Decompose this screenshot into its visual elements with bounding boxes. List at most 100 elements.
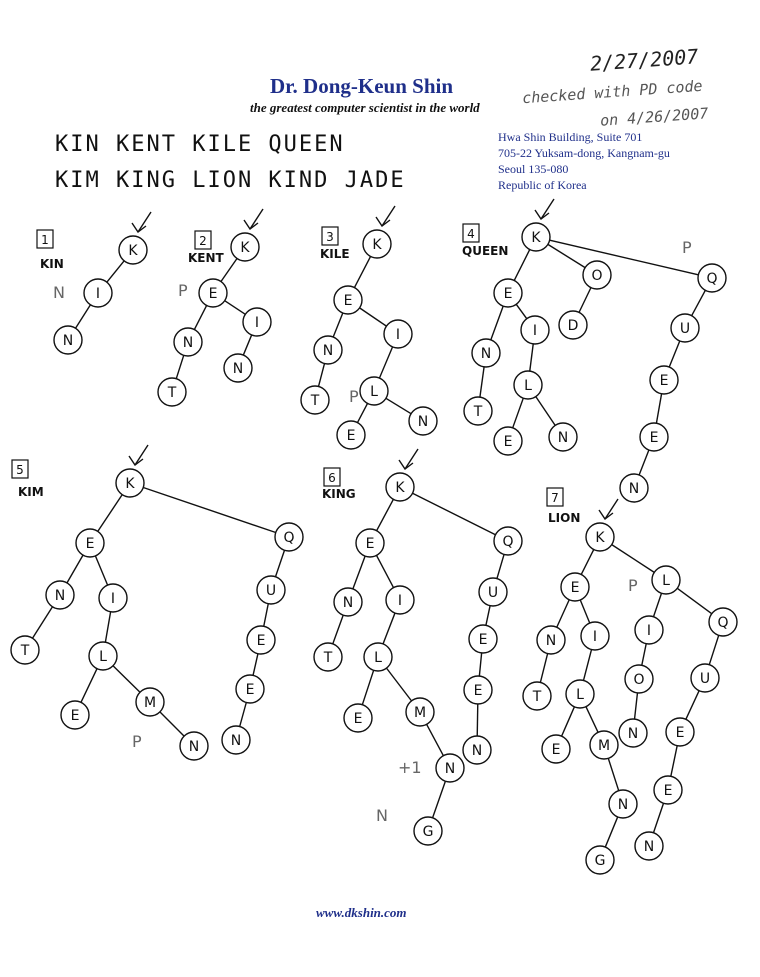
tree-edge <box>611 544 655 573</box>
tree-edge <box>220 258 238 282</box>
tree-node-letter: N <box>323 343 333 359</box>
tree-node-circle <box>274 522 304 552</box>
tree-edge <box>242 334 253 356</box>
tree-node-circle <box>580 621 610 651</box>
tree-node-letter: N <box>343 595 353 611</box>
tree-edge <box>547 243 586 269</box>
tree-node-letter: N <box>644 839 654 855</box>
tree-edge <box>549 239 699 276</box>
root-arrow-head-icon <box>243 219 259 231</box>
tree-edge <box>97 494 123 532</box>
tree-node-circle <box>665 717 695 747</box>
tree-node-circle <box>343 703 373 733</box>
tree-node-circle <box>221 725 251 755</box>
tree-node-circle <box>589 730 619 760</box>
tree-node-letter: N <box>546 633 556 649</box>
root-arrow-icon <box>249 208 264 230</box>
tree-edge <box>159 711 185 737</box>
tree-node-circle <box>385 472 415 502</box>
diagram-number-box <box>11 459 29 479</box>
tree-node-letter: M <box>598 738 610 754</box>
tree-node-letter: K <box>395 480 405 496</box>
tree-edge <box>375 499 395 531</box>
website-link[interactable]: www.dkshin.com <box>316 905 407 920</box>
diagram-number-box <box>323 467 341 487</box>
tree-node-letter: T <box>167 385 177 401</box>
tree-node-circle <box>60 700 90 730</box>
tree-node-letter: N <box>183 335 193 351</box>
tree-node-circle <box>634 615 664 645</box>
tree-node-circle <box>522 681 552 711</box>
root-arrow-head-icon <box>128 455 144 467</box>
tree-node-circle <box>649 365 679 395</box>
tree-node-circle <box>300 385 330 415</box>
tree-edge <box>31 606 54 639</box>
diagram-number-box <box>36 229 54 249</box>
tree-node-circle <box>235 674 265 704</box>
tree-edge <box>332 312 344 338</box>
tree-node-circle <box>708 607 738 637</box>
address-line: Seoul 135-080 <box>498 162 569 176</box>
tree-node-circle <box>230 232 260 262</box>
tree-node-letter: N <box>629 481 639 497</box>
root-arrow-icon <box>381 205 396 227</box>
tree-node-letter: Q <box>502 534 513 550</box>
diagram-annotation: P <box>628 576 638 595</box>
root-arrow-head-icon <box>534 209 550 221</box>
tree-node-circle <box>83 278 113 308</box>
tree-node-circle <box>333 285 363 315</box>
tree-node-circle <box>256 575 286 605</box>
tree-node-circle <box>493 426 523 456</box>
tree-node-letter: U <box>488 585 498 601</box>
tree-node-letter: N <box>418 414 428 430</box>
diagram-number: 6 <box>328 471 336 485</box>
tree-edge <box>385 397 412 415</box>
tree-edge <box>74 304 92 329</box>
tree-edge <box>668 340 681 368</box>
tree-node-circle <box>619 473 649 503</box>
diagram-annotation: +1 <box>398 758 422 777</box>
tree-edge <box>263 603 269 627</box>
tree-edge <box>479 366 485 398</box>
root-arrow-icon <box>134 444 149 466</box>
tree-node-circle <box>463 675 493 705</box>
tree-node-circle <box>560 572 590 602</box>
tree-node-letter: L <box>576 687 584 703</box>
diagram-number: 7 <box>551 491 559 505</box>
root-arrow-icon <box>604 498 619 520</box>
tree-edge <box>560 706 576 737</box>
tree-edge <box>578 287 592 313</box>
tree-node-circle <box>548 422 578 452</box>
tree-node-letter: T <box>473 404 483 420</box>
tree-node-letter: I <box>647 623 651 639</box>
tree-node-letter: N <box>628 726 638 742</box>
tree-edge <box>332 614 344 645</box>
tree-node-letter: Q <box>717 615 728 631</box>
word-list-line-1: KIN KENT KILE QUEEN <box>55 132 345 157</box>
tree-node-letter: L <box>662 573 670 589</box>
tree-node-circle <box>618 718 648 748</box>
tree-edge <box>485 605 491 626</box>
tree-node-letter: N <box>472 743 482 759</box>
tree-node-circle <box>493 278 523 308</box>
tree-node-letter: E <box>479 632 488 648</box>
diagram-number-box <box>462 223 480 243</box>
tree-edge <box>676 587 713 615</box>
diagram-number-box <box>546 487 564 507</box>
tree-node-circle <box>608 789 638 819</box>
tree-node-circle <box>541 734 571 764</box>
diagram-label: KIM <box>18 485 44 499</box>
tree-node-letter: K <box>125 476 135 492</box>
tree-node-letter: I <box>111 591 115 607</box>
tree-node-circle <box>88 641 118 671</box>
tree-node-letter: K <box>531 230 541 246</box>
diagram-annotation: P <box>178 281 188 300</box>
tree-node-letter: N <box>233 361 243 377</box>
tree-node-letter: E <box>504 434 513 450</box>
tree-node-letter: E <box>660 373 669 389</box>
tree-node-circle <box>585 845 615 875</box>
tree-edge <box>515 303 528 320</box>
tree-node-circle <box>520 315 550 345</box>
address-line: Hwa Shin Building, Suite 701 <box>498 130 643 144</box>
